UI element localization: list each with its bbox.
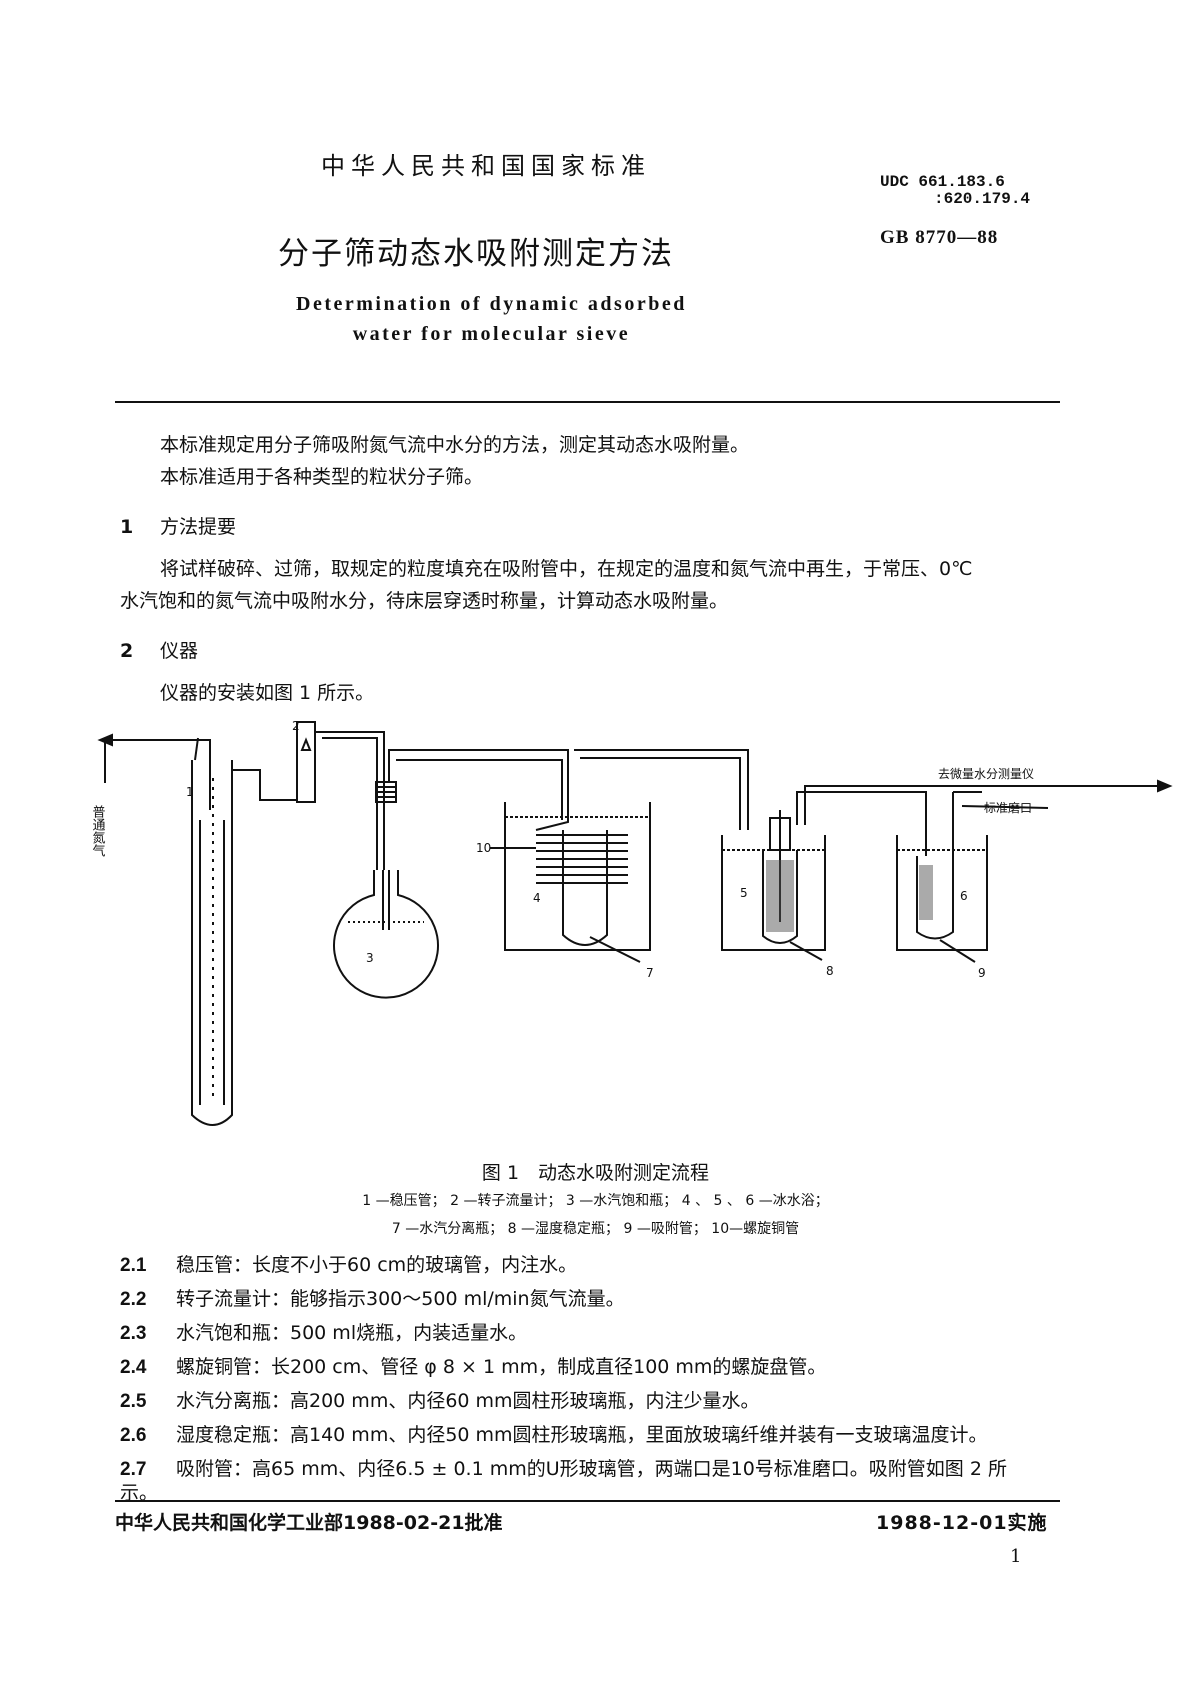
section-1-body-line1: 将试样破碎、过筛，取规定的粒度填充在吸附管中，在规定的温度和氮气流中再生，于常压… — [160, 558, 973, 580]
label-4: 4 — [533, 891, 541, 905]
tube-to-flowmeter — [232, 769, 286, 801]
header-rule — [115, 401, 1060, 403]
item-2-7-continuation: 示。 — [120, 1482, 159, 1504]
inlet-label: 普通氮气 — [90, 805, 106, 857]
water-separator — [562, 830, 608, 946]
title-en-line2: water for molecular sieve — [352, 323, 631, 345]
label-7: 7 — [646, 966, 654, 980]
section-2-number: 2 — [120, 640, 134, 662]
humidity-bottle — [762, 850, 798, 944]
gb-number: GB 8770—88 — [880, 227, 999, 248]
stabilizing-tube — [191, 760, 233, 1126]
saturator-flask — [333, 870, 439, 999]
joint-label: 标准磨口 — [984, 801, 1032, 815]
label-3: 3 — [366, 951, 374, 965]
intro-paragraph-2: 本标准适用于各种类型的粒状分子筛。 — [160, 466, 484, 488]
copper-coil — [536, 834, 628, 884]
pipe-to-saturator — [315, 731, 385, 870]
figure-legend-line1: 1 —稳压管； 2 —转子流量计； 3 —水汽饱和瓶； 4 、 5 、 6 —冰… — [362, 1193, 829, 1209]
ice-bath-6 — [896, 835, 988, 951]
section-2-body: 仪器的安装如图 1 所示。 — [160, 682, 375, 704]
section-2-heading: 2 仪器 — [120, 636, 198, 663]
label-2: 2 — [292, 719, 300, 733]
approval-note: 中华人民共和国化学工业部1988-02-21批准 — [115, 1512, 503, 1534]
page-number: 1 — [1010, 1546, 1022, 1567]
label-9: 9 — [978, 966, 986, 980]
section-1-number: 1 — [120, 516, 134, 538]
pipe-to-humidity — [574, 749, 749, 830]
section-1-heading: 1 方法提要 — [120, 512, 236, 539]
label-6: 6 — [960, 889, 968, 903]
apparatus-diagram: 1 2 3 4 5 6 7 8 9 10 去微量水分测量仪 标准磨口 普通氮气 — [90, 719, 1173, 1126]
ice-bath-4 — [504, 802, 651, 951]
figure-caption: 图 1 动态水吸附测定流程 — [481, 1162, 710, 1184]
intro-paragraph-1: 本标准规定用分子筛吸附氮气流中水分的方法，测定其动态水吸附量。 — [160, 434, 750, 456]
outlet-label: 去微量水分测量仪 — [938, 767, 1034, 781]
inlet-arrow — [97, 733, 113, 747]
pipe-to-adsorption — [796, 791, 927, 856]
section-1-body-line2: 水汽饱和的氮气流中吸附水分，待床层穿透时称量，计算动态水吸附量。 — [120, 590, 729, 612]
section-1-title: 方法提要 — [160, 516, 237, 538]
label-10: 10 — [476, 841, 491, 855]
udc-code-line2: :620.179.4 — [934, 190, 1031, 208]
outlet-arrow — [1157, 779, 1173, 793]
effective-date: 1988-12-01实施 — [876, 1512, 1048, 1534]
document-title-zh: 分子筛动态水吸附测定方法 — [278, 236, 674, 272]
label-5: 5 — [740, 886, 748, 900]
standard-title: 中华人民共和国国家标准 — [321, 152, 651, 180]
label-8: 8 — [826, 964, 834, 978]
ice-bath-5 — [721, 835, 826, 951]
title-en-line1: Determination of dynamic adsorbed — [296, 293, 687, 315]
packing-fill — [766, 860, 933, 932]
rotameter — [296, 721, 316, 803]
section-2-title: 仪器 — [160, 640, 199, 662]
udc-code: UDC 661.183.6 — [880, 170, 1005, 192]
document-title-en: Determination of dynamic adsorbed water … — [296, 289, 687, 349]
footer-rule — [115, 1500, 1060, 1502]
udc-line1: UDC 661.183.6 — [880, 173, 1005, 191]
label-1: 1 — [186, 785, 194, 799]
adsorption-tube — [916, 792, 954, 940]
inlet-pipe — [104, 739, 211, 810]
figure-legend-line2: 7 —水汽分离瓶； 8 —湿度稳定瓶； 9 —吸附管； 10—螺旋铜管 — [391, 1221, 800, 1237]
